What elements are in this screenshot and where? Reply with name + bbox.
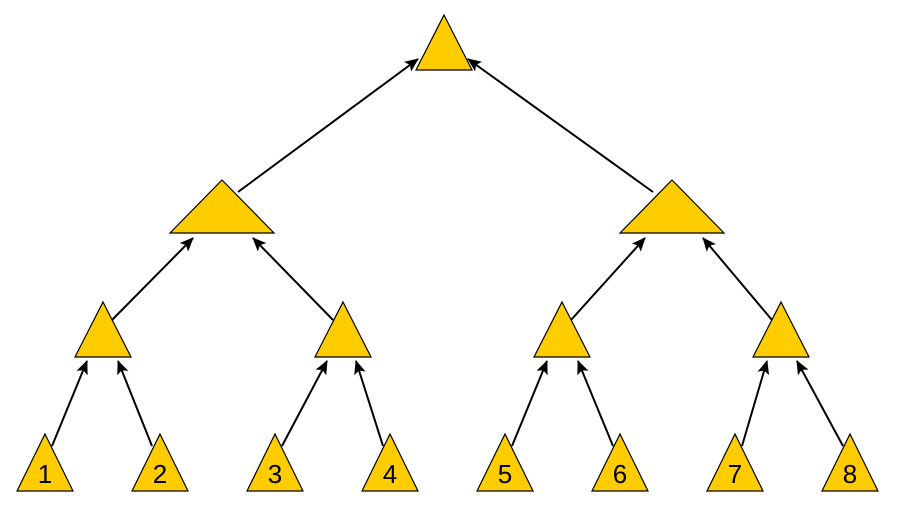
leaf-label: 4 <box>383 459 397 489</box>
edge-RL-to-R <box>570 237 646 321</box>
triangle-node-shape <box>591 432 649 492</box>
leaf-node: 2 <box>131 432 189 492</box>
leaf-label: 3 <box>268 459 282 489</box>
leaf-node: 1 <box>16 432 74 492</box>
triangle-node-shape <box>618 179 726 234</box>
internal-node <box>533 300 591 358</box>
triangle-node-shape <box>476 432 534 492</box>
edge-leaf5-to-RL <box>577 360 614 447</box>
edge-leaf1-to-LL <box>117 360 153 447</box>
edge-RR-to-R <box>702 237 773 321</box>
triangle-node-shape <box>706 432 764 492</box>
triangle-node-shape <box>361 432 419 492</box>
leaf-node: 7 <box>706 432 764 492</box>
triangle-node-shape <box>168 179 276 234</box>
edges-group <box>51 58 844 447</box>
edge-leaf6-to-RR <box>741 360 770 447</box>
triangle-node-shape <box>74 300 132 358</box>
internal-node <box>168 179 276 234</box>
leaf-label: 8 <box>843 459 857 489</box>
nodes-group: 1 2 3 4 5 6 7 8 <box>16 13 879 492</box>
leaf-label: 5 <box>498 459 512 489</box>
edge-LL-to-L <box>111 237 194 321</box>
triangle-node-shape <box>314 300 372 358</box>
leaf-label: 6 <box>613 459 627 489</box>
triangle-node-shape <box>533 300 591 358</box>
triangle-node-shape <box>16 432 74 492</box>
root-node <box>415 13 473 71</box>
edge-leaf2-to-LR <box>281 360 328 447</box>
edge-leaf4-to-RL <box>511 360 548 447</box>
edge-leaf0-to-LL <box>51 360 88 447</box>
leaf-label: 2 <box>153 459 167 489</box>
triangle-node-shape <box>246 432 304 492</box>
triangle-node-shape <box>131 432 189 492</box>
leaf-node: 6 <box>591 432 649 492</box>
triangle-node-shape <box>415 13 473 71</box>
triangle-node-shape <box>821 432 879 492</box>
edge-L-to-root <box>237 58 419 193</box>
edge-leaf3-to-LR <box>354 360 384 447</box>
internal-node <box>752 300 810 358</box>
leaf-node: 4 <box>361 432 419 492</box>
leaf-label: 1 <box>38 459 52 489</box>
leaf-node: 8 <box>821 432 879 492</box>
leaf-node: 3 <box>246 432 304 492</box>
edge-leaf7-to-RR <box>796 360 844 447</box>
edge-R-to-root <box>467 58 654 193</box>
internal-node <box>618 179 726 234</box>
internal-node <box>74 300 132 358</box>
triangle-node-shape <box>752 300 810 358</box>
leaf-label: 7 <box>728 459 742 489</box>
leaf-node: 5 <box>476 432 534 492</box>
edge-LR-to-L <box>252 237 334 321</box>
internal-node <box>314 300 372 358</box>
